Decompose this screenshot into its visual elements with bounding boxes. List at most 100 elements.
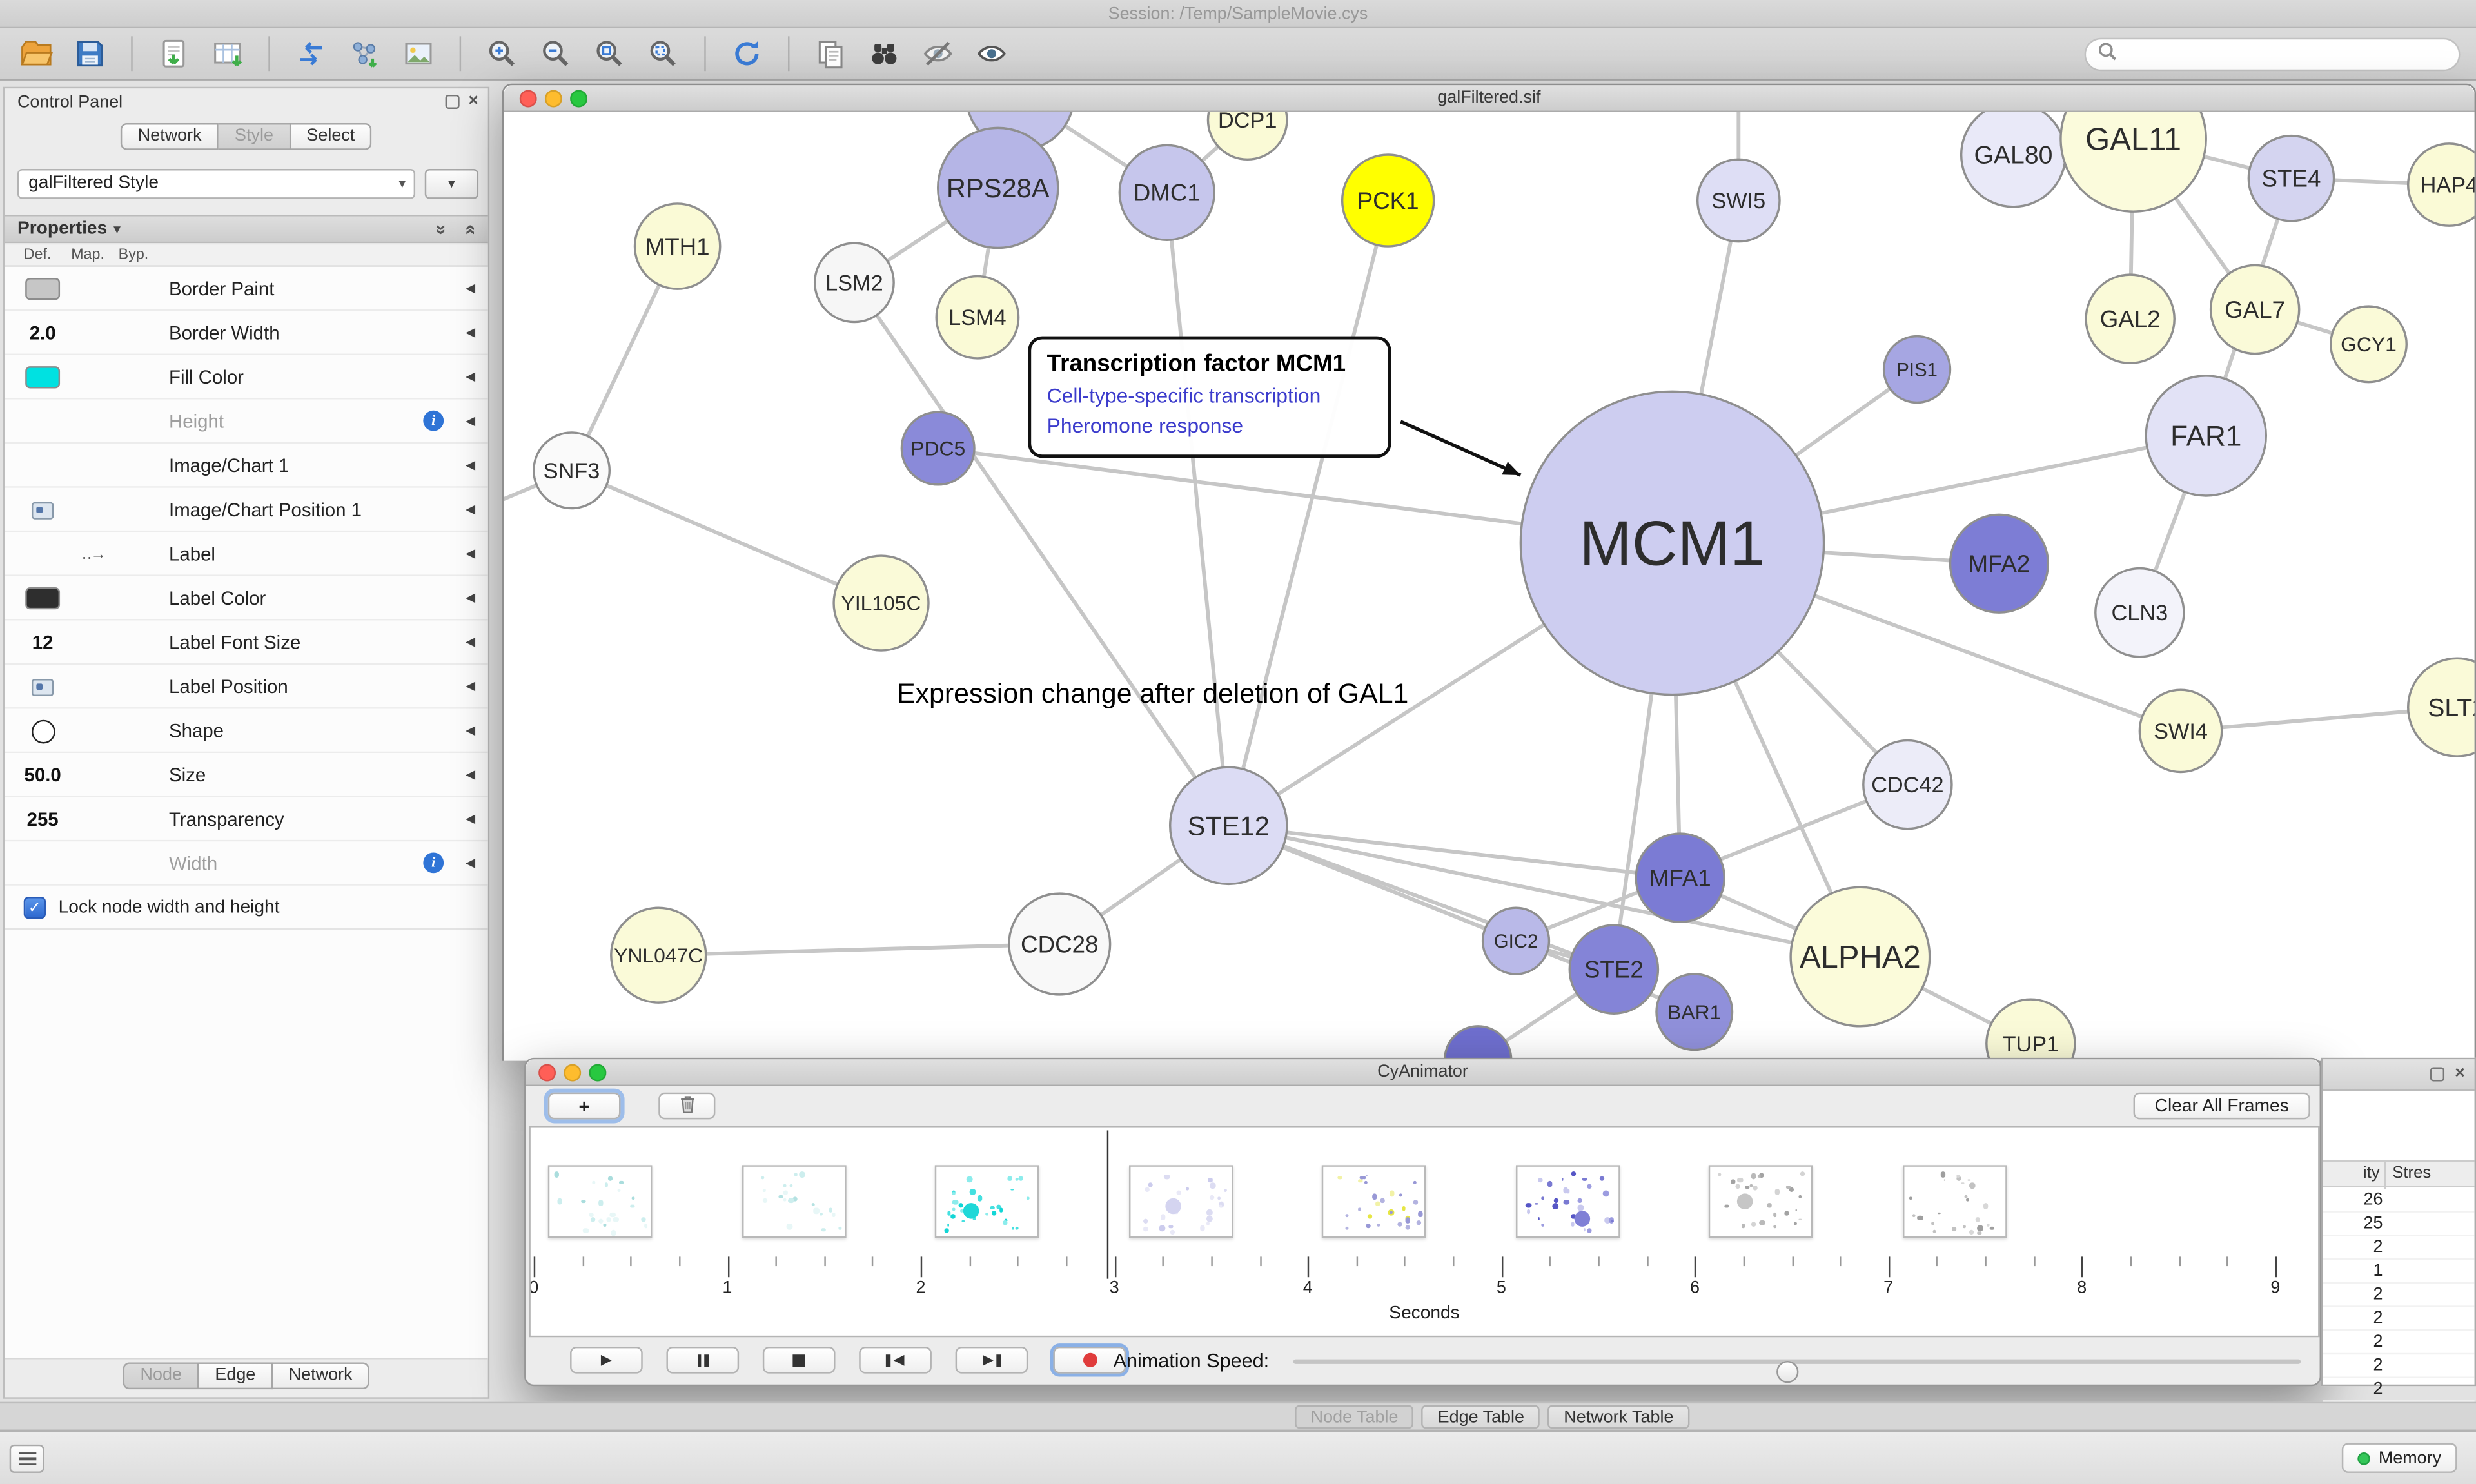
- bypass-cell[interactable]: [119, 532, 163, 576]
- mapping-cell[interactable]: [71, 400, 115, 444]
- network-node-PDC5[interactable]: [900, 411, 976, 486]
- show-all-button[interactable]: [971, 33, 1012, 74]
- expand-property-icon[interactable]: ◀: [466, 679, 476, 694]
- style-property-row[interactable]: Shape◀: [5, 708, 488, 754]
- expand-property-icon[interactable]: ◀: [466, 325, 476, 340]
- network-edge[interactable]: [658, 942, 1060, 957]
- default-value-cell[interactable]: 50.0: [24, 764, 61, 786]
- memory-button[interactable]: Memory: [2342, 1443, 2457, 1473]
- expand-property-icon[interactable]: ◀: [466, 502, 476, 516]
- panel-tab-edge[interactable]: Edge: [199, 1362, 273, 1390]
- mapping-cell[interactable]: [71, 488, 115, 532]
- default-value-cell[interactable]: [17, 532, 68, 576]
- bypass-cell[interactable]: [119, 311, 163, 355]
- animation-speed-slider[interactable]: [1293, 1359, 2301, 1383]
- bypass-cell[interactable]: [119, 444, 163, 488]
- network-edge[interactable]: [852, 281, 1230, 827]
- zoom-out-button[interactable]: [535, 33, 576, 74]
- panel-tab-network[interactable]: Network: [273, 1362, 370, 1390]
- float-panel-icon[interactable]: [2429, 1067, 2444, 1082]
- default-value-cell[interactable]: [17, 444, 68, 488]
- panel-toggle-button[interactable]: [9, 1444, 44, 1473]
- network-edge[interactable]: [571, 469, 882, 605]
- annotation-link-2[interactable]: Pheromone response: [1046, 413, 1244, 437]
- default-value-cell[interactable]: 255: [26, 808, 59, 831]
- bypass-cell[interactable]: [119, 665, 163, 709]
- bypass-cell[interactable]: [119, 753, 163, 797]
- network-node-LSM2[interactable]: [813, 242, 895, 324]
- expand-property-icon[interactable]: ◀: [466, 590, 476, 605]
- search-input[interactable]: [2117, 39, 2459, 70]
- bypass-cell[interactable]: [119, 797, 163, 842]
- save-session-button[interactable]: [70, 33, 111, 74]
- mapping-cell[interactable]: [71, 311, 115, 355]
- bypass-cell[interactable]: [119, 709, 163, 754]
- expand-all-icon[interactable]: »: [431, 224, 454, 235]
- network-node-DMC1[interactable]: [1118, 144, 1215, 241]
- keyframe-thumbnail-0[interactable]: [547, 1165, 653, 1238]
- keyframe-thumbnail-3[interactable]: [1128, 1165, 1233, 1238]
- pause-button[interactable]: [666, 1346, 740, 1374]
- add-frame-button[interactable]: +: [547, 1092, 621, 1120]
- style-property-row[interactable]: Label Color◀: [5, 576, 488, 621]
- record-button[interactable]: [1053, 1346, 1126, 1374]
- network-node-SWI5[interactable]: [1696, 158, 1781, 243]
- style-property-row[interactable]: Border Paint◀: [5, 266, 488, 311]
- keyframe-thumbnail-2[interactable]: [935, 1165, 1039, 1238]
- network-node-STE2[interactable]: [1568, 924, 1660, 1015]
- network-node-GAL2[interactable]: [2085, 273, 2176, 364]
- network-edge[interactable]: [1226, 200, 1390, 826]
- bypass-cell[interactable]: [119, 576, 163, 621]
- mapping-cell[interactable]: [71, 841, 115, 886]
- network-node-MFA2[interactable]: [1949, 513, 2050, 614]
- network-node-PCK1[interactable]: [1341, 153, 1435, 248]
- keyframe-thumbnail-5[interactable]: [1515, 1165, 1620, 1238]
- zoom-window-icon[interactable]: [589, 1064, 607, 1082]
- network-node-STE4[interactable]: [2247, 134, 2335, 222]
- network-node-SLT2[interactable]: [2407, 657, 2475, 757]
- expand-property-icon[interactable]: ◀: [466, 855, 476, 870]
- expand-property-icon[interactable]: ◀: [466, 811, 476, 826]
- style-property-row[interactable]: Image/Chart 1◀: [5, 444, 488, 488]
- cyanimator-titlebar[interactable]: CyAnimator: [526, 1059, 2320, 1086]
- tab-network[interactable]: Network: [120, 123, 219, 150]
- network-node-YNL047C[interactable]: [610, 906, 707, 1004]
- mapping-cell[interactable]: [71, 355, 115, 400]
- open-session-button[interactable]: [15, 33, 57, 74]
- panel-tab-node[interactable]: Node: [123, 1362, 199, 1390]
- expand-property-icon[interactable]: ◀: [466, 280, 476, 295]
- network-node-SNF3[interactable]: [533, 431, 611, 510]
- search-box[interactable]: [2084, 37, 2461, 72]
- network-node-MCM1[interactable]: [1519, 390, 1825, 696]
- zoom-in-button[interactable]: [482, 33, 523, 74]
- mapping-cell[interactable]: [71, 620, 115, 665]
- expand-property-icon[interactable]: ◀: [466, 634, 476, 649]
- style-property-row[interactable]: Fill Color◀: [5, 355, 488, 400]
- style-property-row[interactable]: Label Position◀: [5, 665, 488, 709]
- mapping-cell[interactable]: [71, 753, 115, 797]
- export-network-button[interactable]: [291, 33, 332, 74]
- slider-handle[interactable]: [1776, 1361, 1798, 1383]
- network-node-GIC2[interactable]: [1481, 906, 1551, 975]
- bypass-cell[interactable]: [119, 355, 163, 400]
- bypass-cell[interactable]: [119, 841, 163, 886]
- style-options-button[interactable]: ▾: [424, 169, 479, 199]
- network-node-CLN3[interactable]: [2094, 567, 2185, 658]
- minimize-window-icon[interactable]: [544, 90, 562, 108]
- search-network-button[interactable]: [864, 33, 905, 74]
- tab-network-table[interactable]: Network Table: [1548, 1405, 1689, 1429]
- clear-all-frames-button[interactable]: Clear All Frames: [2133, 1092, 2310, 1120]
- delete-frame-button[interactable]: [658, 1092, 716, 1120]
- default-value-cell[interactable]: [17, 841, 68, 886]
- network-node-SWI4[interactable]: [2138, 688, 2223, 774]
- import-network-button[interactable]: [153, 33, 195, 74]
- default-value-cell[interactable]: [17, 576, 68, 621]
- export-table-button[interactable]: [344, 33, 386, 74]
